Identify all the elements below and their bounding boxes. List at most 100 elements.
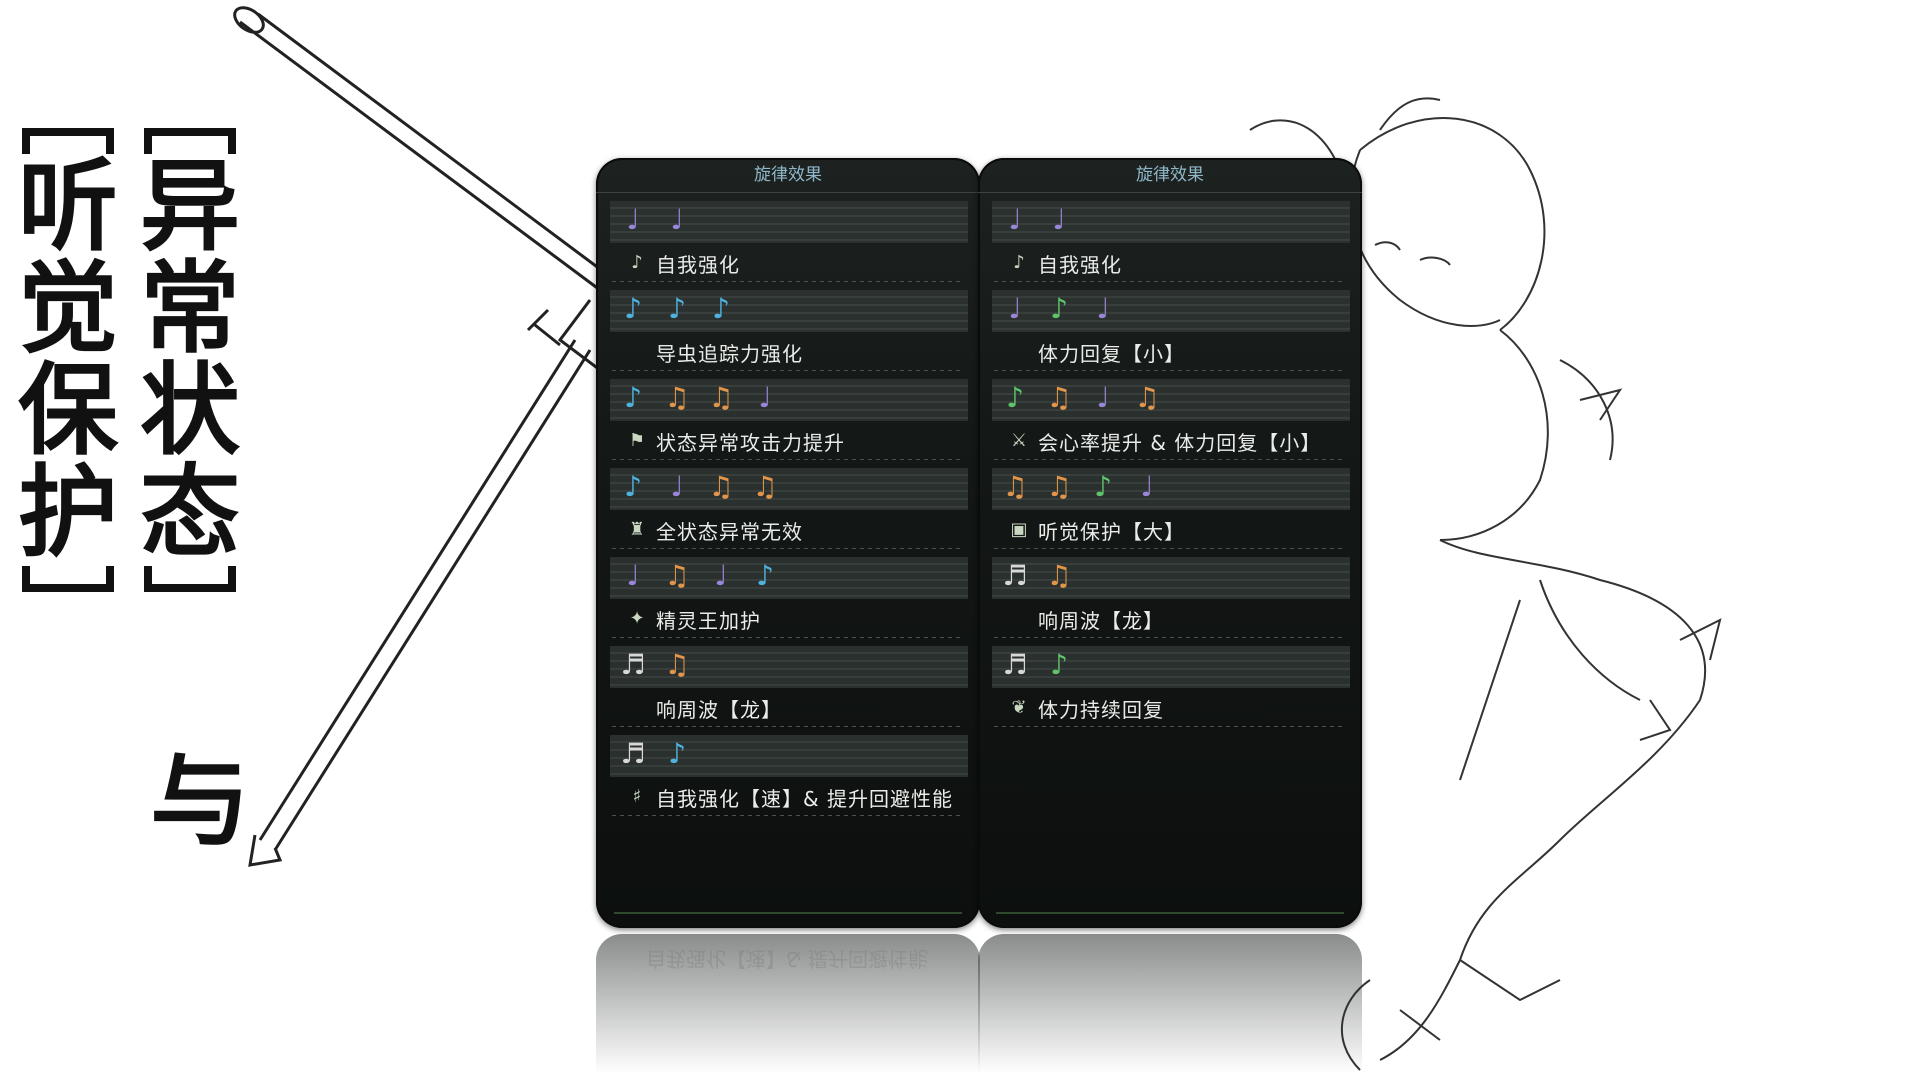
music-note-icon: ♬: [1002, 559, 1028, 592]
note-icon: ♪: [1013, 252, 1025, 273]
row-divider: [612, 726, 964, 727]
bracket-open: [22, 128, 114, 154]
melody-row[interactable]: ♩♪♩ 体力回复【小】: [978, 282, 1362, 371]
note-sequence: ♬♫: [618, 648, 692, 682]
blank-icon: [1008, 608, 1030, 630]
title-char: 态: [140, 454, 240, 571]
note-sequence: ♪♩♫♫: [618, 470, 780, 504]
panel-reflection: 自我强化【速】& 提升回避性能: [596, 934, 980, 1074]
note-sequence: ♫♫♪♩: [1000, 470, 1162, 504]
music-staff: [992, 557, 1350, 599]
effect-label: 状态异常攻击力提升: [656, 430, 845, 455]
row-divider: [994, 637, 1346, 638]
row-divider: [612, 637, 964, 638]
music-note-icon: ♪: [668, 737, 686, 770]
music-note-icon: ♪: [712, 292, 730, 325]
music-note-icon: ♫: [752, 470, 778, 503]
effect-label: 自我强化: [1038, 252, 1122, 277]
panel-reflection: [978, 934, 1362, 1074]
speed-icon: ♯: [632, 786, 642, 807]
title-char: 觉: [18, 250, 118, 367]
music-note-icon: ♩: [1008, 203, 1022, 236]
title-column-abnormal-status: 异 常 状 态: [140, 128, 240, 592]
note-icon: ♪: [631, 252, 643, 273]
note-sequence: ♬♫: [1000, 559, 1074, 593]
music-note-icon: ♫: [1046, 381, 1072, 414]
shield-icon: ♜: [628, 519, 646, 540]
music-staff: [610, 468, 968, 510]
music-staff: [610, 290, 968, 332]
melody-row[interactable]: ♪♫♫♩⚑状态异常攻击力提升: [596, 371, 980, 460]
music-staff: [992, 379, 1350, 421]
swords-icon: ⚔: [1010, 430, 1028, 451]
title-column-hearing-protection: 听 觉 保 护: [18, 128, 118, 592]
row-divider: [612, 815, 964, 816]
reflection-text: 自我强化【速】& 提升回避性能: [646, 947, 928, 971]
music-note-icon: ♩: [758, 381, 772, 414]
music-staff: [610, 379, 968, 421]
effect-label: 全状态异常无效: [656, 519, 803, 544]
music-note-icon: ♪: [624, 381, 642, 414]
bracket-close: [22, 566, 114, 592]
panel-title: 旋律效果: [978, 158, 1362, 193]
title-char: 常: [140, 250, 240, 367]
hunting-horn-sketch: [233, 6, 614, 867]
effect-label: 体力回复【小】: [1038, 341, 1185, 366]
music-staff: [610, 557, 968, 599]
music-note-icon: ♩: [714, 559, 728, 592]
effect-line: ⚔会心率提升 & 体力回复【小】: [1008, 427, 1352, 455]
melody-row[interactable]: ♬♫ 响周波【龙】: [596, 638, 980, 727]
melody-row[interactable]: ♩♩♪自我强化: [978, 193, 1362, 282]
melody-row[interactable]: ♪♫♩♫⚔会心率提升 & 体力回复【小】: [978, 371, 1362, 460]
music-note-icon: ♬: [620, 648, 646, 681]
music-note-icon: ♪: [1006, 381, 1024, 414]
music-note-icon: ♩: [626, 559, 640, 592]
effect-line: 体力回复【小】: [1008, 338, 1352, 366]
music-staff: [610, 201, 968, 243]
melody-row[interactable]: ♬♫响周波【龙】: [978, 549, 1362, 638]
music-note-icon: ♫: [1046, 470, 1072, 503]
note-sequence: ♪♪♪: [618, 292, 736, 326]
effect-label: 导虫追踪力强化: [656, 341, 803, 366]
note-sequence: ♩♫♩♪: [618, 559, 780, 593]
effect-label: 精灵王加护: [656, 608, 761, 633]
melody-row[interactable]: ♫♫♪♩▣听觉保护【大】: [978, 460, 1362, 549]
effect-line: ❦体力持续回复: [1008, 694, 1352, 722]
effect-line: 响周波【龙】: [626, 694, 970, 722]
effect-line: ♜ 全状态异常无效: [626, 516, 970, 544]
music-note-icon: ♩: [1008, 292, 1022, 325]
music-note-icon: ♫: [664, 559, 690, 592]
melody-row[interactable]: ♩♫♩♪✦精灵王加护: [596, 549, 980, 638]
row-divider: [612, 459, 964, 460]
row-divider: [612, 370, 964, 371]
note-sequence: ♩♪♩: [1000, 292, 1118, 326]
row-divider: [612, 281, 964, 282]
melody-row[interactable]: ♪♩♫♫ ♜ 全状态异常无效: [596, 460, 980, 549]
music-note-icon: ♩: [1096, 292, 1110, 325]
row-divider: [994, 726, 1346, 727]
note-sequence: ♪♫♫♩: [618, 381, 780, 415]
row-divider: [994, 370, 1346, 371]
effect-line: ✦精灵王加护: [626, 605, 970, 633]
bracket-close: [144, 566, 236, 592]
music-staff: [610, 646, 968, 688]
row-divider: [994, 548, 1346, 549]
blank-icon: [1008, 341, 1030, 363]
row-divider: [994, 459, 1346, 460]
effect-label: 自我强化: [656, 252, 740, 277]
music-note-icon: ♬: [1002, 648, 1028, 681]
music-staff: [610, 735, 968, 777]
note-sequence: ♪♫♩♫: [1000, 381, 1162, 415]
music-note-icon: ♫: [1046, 559, 1072, 592]
melody-effects-panel-left: 旋律效果♩♩♪自我强化♪♪♪导虫追踪力强化♪♫♫♩⚑状态异常攻击力提升♪♩♫♫♜…: [596, 158, 980, 1074]
title-connector: 与: [150, 743, 250, 860]
effect-label: 听觉保护【大】: [1038, 519, 1185, 544]
melody-row[interactable]: ♬♪♯自我强化【速】& 提升回避性能: [596, 727, 980, 816]
melody-row[interactable]: ♬♪❦体力持续回复: [978, 638, 1362, 727]
melody-row[interactable]: ♪♪♪ 导虫追踪力强化: [596, 282, 980, 371]
melody-row[interactable]: ♩♩♪自我强化: [596, 193, 980, 282]
music-note-icon: ♪: [624, 470, 642, 503]
blank-icon: [626, 341, 648, 363]
music-staff: [992, 468, 1350, 510]
panel-title: 旋律效果: [596, 158, 980, 193]
